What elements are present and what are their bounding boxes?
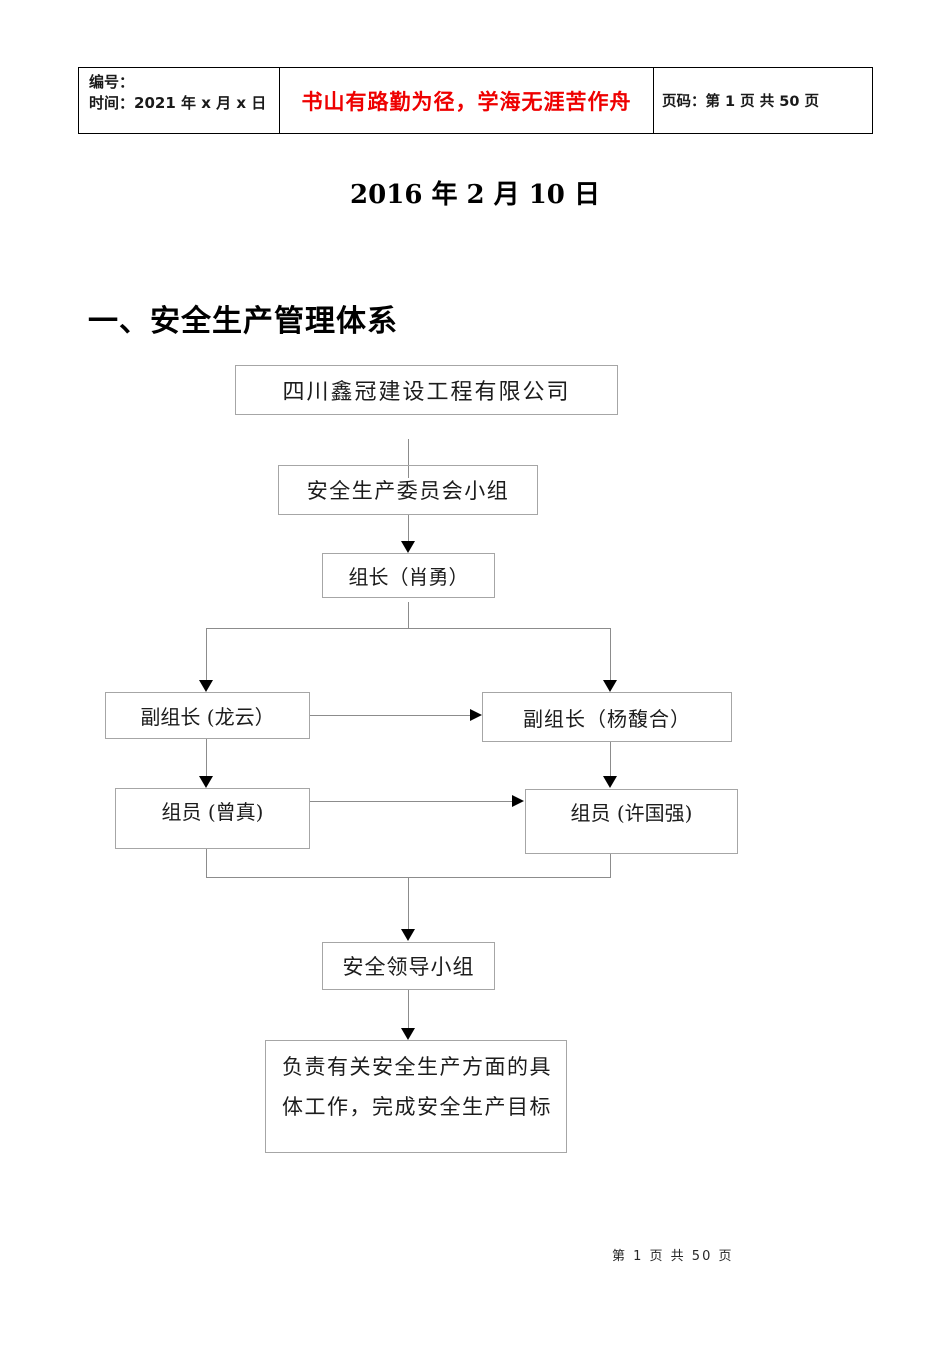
connector-member-left-merge — [206, 849, 207, 878]
arrow-down-icon — [199, 776, 213, 788]
header-table: 编号： 时间：2021 年 x 月 x 日 书山有路勤为径，学海无涯苦作舟 页码… — [78, 67, 873, 134]
connector-branch-deputy-left — [206, 629, 207, 680]
connector-member-right-merge — [610, 854, 611, 878]
motto-text: 书山有路勤为径，学海无涯苦作舟 — [301, 89, 632, 114]
number-line: 编号： — [89, 72, 273, 93]
arrow-down-icon — [603, 776, 617, 788]
node-committee: 安全生产委员会小组 — [278, 465, 538, 515]
connector-company-committee — [408, 439, 409, 478]
node-leader: 组长（肖勇） — [322, 553, 495, 598]
time-label: 时间： — [89, 94, 135, 112]
connector-merge-safetygroup — [408, 878, 409, 929]
node-responsibility: 负责有关安全生产方面的具体工作，完成安全生产目标 — [265, 1040, 567, 1153]
section-heading: 一、安全生产管理体系 — [88, 304, 398, 339]
connector-deputy-member-left — [206, 739, 207, 776]
arrow-right-icon — [470, 709, 482, 721]
header-cell-meta: 编号： 时间：2021 年 x 月 x 日 — [79, 68, 280, 133]
arrow-down-icon — [603, 680, 617, 692]
arrow-down-icon — [401, 541, 415, 553]
connector-merge-horizontal — [206, 877, 611, 878]
arrow-down-icon — [401, 1028, 415, 1040]
connector-member-left-right — [310, 801, 512, 802]
node-member-right: 组员 (许国强) — [525, 789, 738, 854]
node-deputy-left: 副组长 (龙云） — [105, 692, 310, 739]
header-cell-motto: 书山有路勤为径，学海无涯苦作舟 — [280, 68, 654, 133]
connector-committee-leader — [408, 515, 409, 542]
arrow-right-icon — [512, 795, 524, 807]
connector-deputy-member-right — [610, 742, 611, 776]
connector-safetygroup-duty — [408, 990, 409, 1028]
page-value: 第 1 页 共 50 页 — [705, 94, 820, 110]
node-company: 四川鑫冠建设工程有限公司 — [235, 365, 618, 415]
connector-deputy-left-right — [310, 715, 470, 716]
arrow-down-icon — [401, 929, 415, 941]
node-deputy-right: 副组长（杨馥合） — [482, 692, 732, 742]
date-title: 2016 年 2 月 10 日 — [350, 180, 600, 210]
node-safety-group: 安全领导小组 — [322, 942, 495, 990]
page-label: 页码： — [662, 94, 706, 110]
header-cell-page: 页码：第 1 页 共 50 页 — [654, 68, 872, 133]
number-label: 编号： — [89, 73, 135, 91]
connector-branch-horizontal — [206, 628, 611, 629]
time-line: 时间：2021 年 x 月 x 日 — [89, 93, 273, 114]
arrow-down-icon — [199, 680, 213, 692]
connector-branch-deputy-right — [610, 629, 611, 680]
page-footer: 第 1 页 共 50 页 — [612, 1249, 734, 1264]
connector-leader-branch — [408, 602, 409, 628]
time-value: 2021 年 x 月 x 日 — [134, 94, 267, 112]
node-member-left: 组员 (曾真) — [115, 788, 310, 849]
